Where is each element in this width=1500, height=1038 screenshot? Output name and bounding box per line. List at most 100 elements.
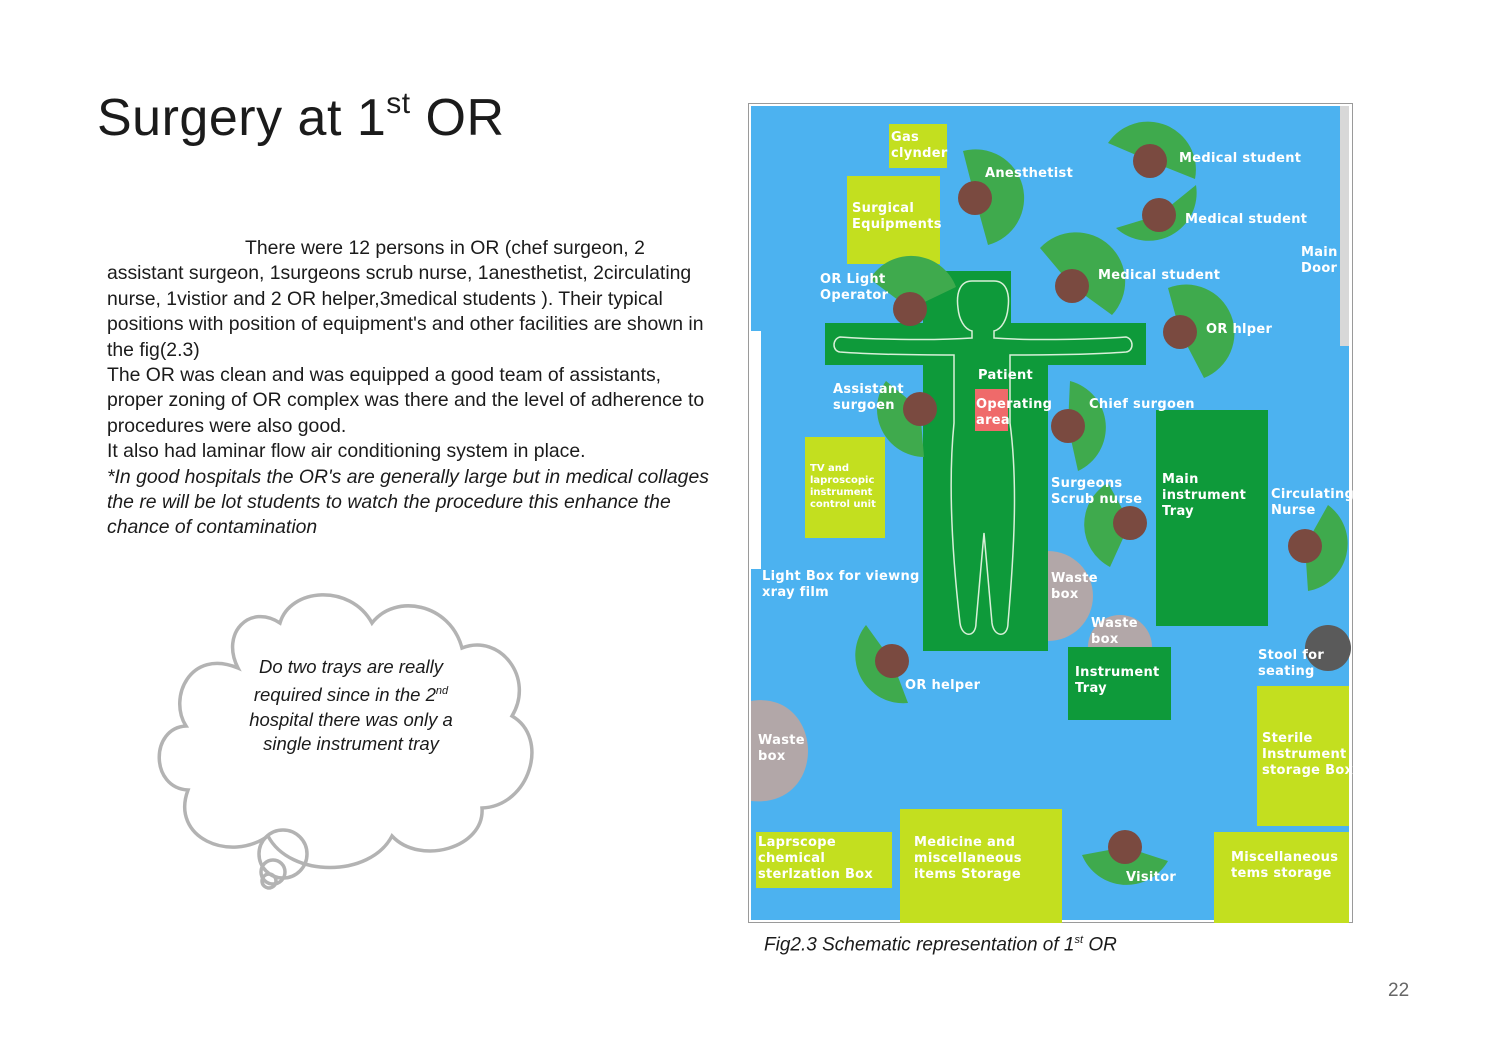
paragraph-laminar-flow: It also had laminar flow air conditionin…	[107, 440, 586, 463]
laparoscope-sterilization-box	[756, 832, 892, 888]
chief-surgeon	[1051, 381, 1106, 471]
label-medicine-storage-2: miscellaneous	[914, 851, 1022, 866]
light-box-wall	[751, 331, 761, 569]
label-main-door-2: Door	[1301, 261, 1338, 276]
label-waste-box-1b: box	[1051, 587, 1079, 602]
label-sterile-storage-3: storage Box	[1262, 763, 1353, 778]
scrub-nurse-head	[1113, 506, 1147, 540]
label-tv-unit-1: TV and	[810, 463, 849, 474]
label-misc-storage-1: Miscellaneous	[1231, 850, 1338, 865]
label-or-light-operator-2: Operator	[820, 288, 889, 303]
label-main-tray-3: Tray	[1162, 504, 1194, 519]
or-layout-diagram: Gas clynder Surgical Equipments Anesthet…	[748, 103, 1354, 923]
or-hlper-arc	[1168, 284, 1235, 378]
label-instrument-tray-2: Tray	[1075, 681, 1107, 696]
assistant-surgeon-arc	[876, 381, 924, 457]
or-light-operator-arc	[870, 255, 956, 309]
label-laprscope-box-2: chemical	[758, 851, 825, 866]
miscellaneous-storage	[1214, 832, 1349, 923]
stool	[1305, 625, 1351, 671]
label-stool-1: Stool for	[1258, 648, 1324, 663]
page-number: 22	[1388, 980, 1410, 1001]
thought-bubble-text: Do two trays are really required since i…	[249, 656, 453, 755]
main-instrument-tray	[1156, 410, 1268, 626]
medicine-storage	[900, 809, 1062, 923]
tv-laparoscopic-unit	[805, 437, 885, 538]
patient-outline	[833, 280, 1133, 635]
visitor-head	[1108, 830, 1142, 864]
label-operating-area-1: Operating	[976, 397, 1052, 412]
thought-cloud-shape	[157, 593, 534, 890]
or-layout-figure: Gas clynder Surgical Equipments Anesthet…	[748, 103, 1354, 923]
medical-student-3	[1040, 232, 1126, 315]
label-main-door-1: Main	[1301, 245, 1338, 260]
visitor-arc	[1082, 847, 1168, 885]
label-operating-area-2: area	[976, 413, 1010, 428]
scrub-nurse	[1084, 483, 1147, 567]
waste-box-left-wall-body	[751, 700, 808, 802]
scrub-nurse-arc	[1084, 483, 1130, 567]
label-or-hlper: OR hlper	[1206, 322, 1273, 337]
operating-table	[825, 271, 1146, 651]
label-patient: Patient	[978, 368, 1033, 383]
paragraph-persons: There were 12 persons in OR (chef surgeo…	[107, 237, 704, 361]
waste-box-right-of-table	[1048, 551, 1093, 641]
label-instrument-tray-1: Instrument	[1075, 665, 1160, 680]
label-scrub-nurse-1: Surgeons	[1051, 476, 1122, 491]
instrument-tray	[1068, 647, 1171, 720]
medical-student-2-arc	[1116, 185, 1197, 241]
or-hlper	[1163, 284, 1235, 378]
label-medicine-storage-1: Medicine and	[914, 835, 1015, 850]
label-light-box-2: xray film	[762, 585, 829, 600]
label-main-tray-1: Main	[1162, 472, 1199, 487]
assistant-surgeon	[876, 381, 937, 457]
label-tv-unit-3: instrument	[810, 487, 873, 498]
medical-student-1-head	[1133, 144, 1167, 178]
label-circulating-nurse-2: Nurse	[1271, 503, 1316, 518]
surgical-equipments	[847, 176, 940, 264]
label-gas-cylinder-2: clynder	[891, 146, 948, 161]
operating-area	[975, 389, 1008, 431]
label-waste-box-1a: Waste	[1051, 571, 1098, 586]
label-medical-student-3: Medical student	[1098, 268, 1220, 283]
gas-cylinder	[889, 124, 947, 168]
label-laprscope-box-1: Laprscope	[758, 835, 836, 850]
label-medical-student-2: Medical student	[1185, 212, 1307, 227]
label-waste-box-3b: box	[758, 749, 786, 764]
anesthetist	[958, 149, 1025, 245]
slide-title: Surgery at 1st OR	[97, 86, 505, 147]
label-main-tray-2: instrument	[1162, 488, 1246, 503]
label-circulating-nurse-1: Circulating	[1271, 487, 1353, 502]
assistant-surgeon-head	[903, 392, 937, 426]
chief-surgeon-arc	[1068, 381, 1106, 471]
visitor	[1082, 830, 1168, 885]
label-medical-student-1: Medical student	[1179, 151, 1301, 166]
or-hlper-head	[1163, 315, 1197, 349]
chief-surgeon-head	[1051, 409, 1085, 443]
label-waste-box-3a: Waste	[758, 733, 805, 748]
or-light-operator-head	[893, 292, 927, 326]
label-sterile-storage-1: Sterile	[1262, 731, 1313, 746]
label-anesthetist: Anesthetist	[985, 166, 1073, 181]
label-surgical-equipments-2: Equipments	[852, 217, 942, 232]
waste-box-above-tray	[1088, 615, 1152, 647]
label-assistant-surgeon-2: surgoen	[833, 398, 895, 413]
anesthetist-arc	[963, 149, 1025, 245]
label-gas-cylinder-1: Gas	[891, 130, 919, 145]
medical-student-1	[1108, 121, 1196, 179]
label-misc-storage-2: tems storage	[1231, 866, 1332, 881]
label-stool-2: seating	[1258, 664, 1315, 679]
circulating-nurse	[1288, 505, 1348, 591]
circulating-nurse-arc	[1305, 505, 1348, 591]
body-text: There were 12 persons in OR (chef surgeo…	[107, 236, 722, 541]
paragraph-note: *In good hospitals the OR's are generall…	[107, 465, 709, 539]
label-assistant-surgeon-1: Assistant	[833, 382, 904, 397]
label-waste-box-2b: box	[1091, 632, 1119, 647]
thought-bubble	[150, 578, 550, 898]
or-light-operator	[870, 255, 956, 326]
label-tv-unit-4: control unit	[810, 499, 876, 510]
or-helper-head	[875, 644, 909, 678]
label-tv-unit-2: laproscopic	[810, 475, 874, 486]
label-visitor: Visitor	[1126, 870, 1176, 885]
paragraph-cleanliness: The OR was clean and was equipped a good…	[107, 364, 705, 437]
